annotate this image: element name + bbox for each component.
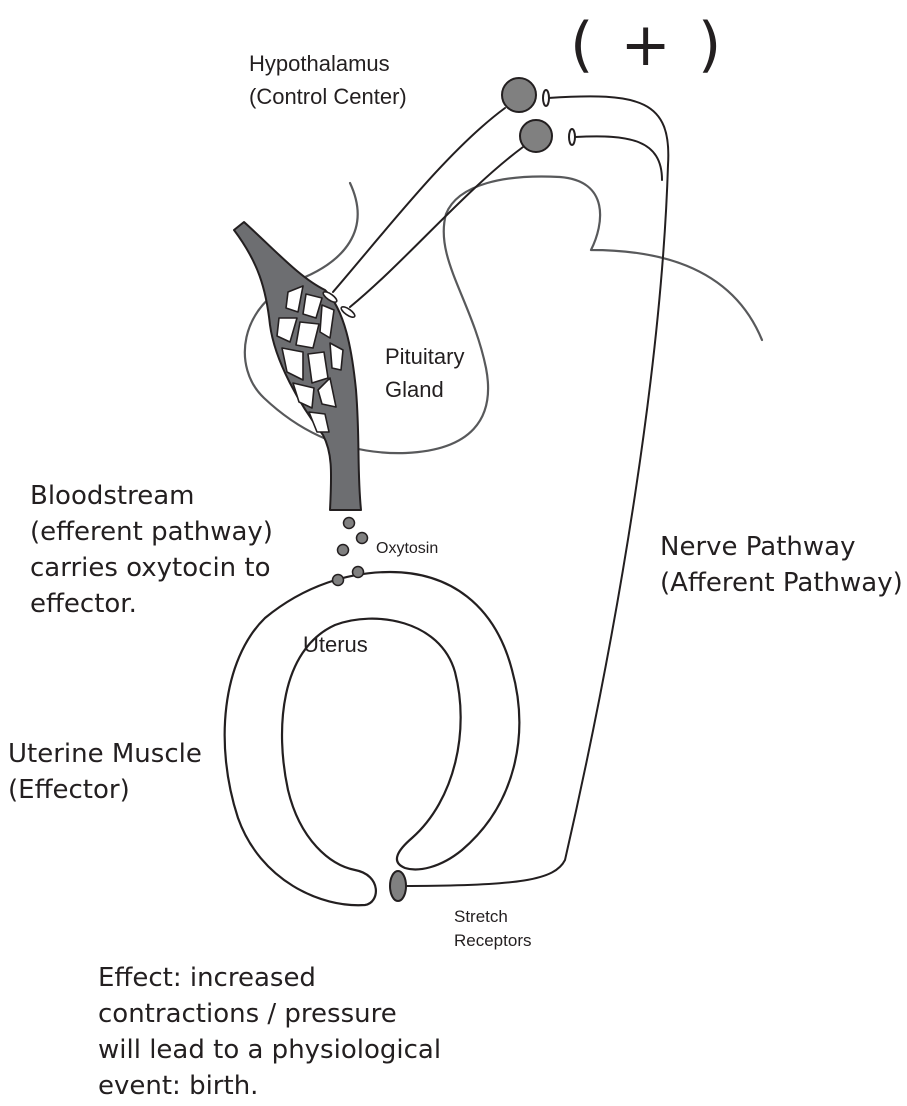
nerve-pathway-label-line2: (Afferent Pathway) bbox=[660, 567, 903, 599]
afferent-nerve-pathway bbox=[402, 96, 668, 886]
axon-1 bbox=[333, 108, 505, 292]
nerve-pathway-label-line1: Nerve Pathway bbox=[660, 531, 855, 563]
synapse-1 bbox=[543, 90, 549, 106]
pituitary-label-line2: Gland bbox=[385, 376, 444, 403]
stretch-receptors-label-line1: Stretch bbox=[454, 906, 508, 927]
nerve-fiber-outer bbox=[402, 96, 668, 886]
nerve-fiber-inner bbox=[575, 136, 662, 180]
uterus-label: Uterus bbox=[303, 631, 368, 658]
effect-label-line3: will lead to a physiological bbox=[98, 1034, 441, 1066]
neuron-body-2 bbox=[520, 120, 552, 152]
uterine-muscle-label-line2: (Effector) bbox=[8, 774, 130, 806]
stretch-receptor bbox=[390, 871, 406, 901]
hypothalamic-axons bbox=[333, 108, 523, 307]
bloodstream-label-line1: Bloodstream bbox=[30, 480, 195, 512]
oxytosin-label: Oxytosin bbox=[376, 539, 438, 559]
uterus-wall bbox=[225, 572, 520, 905]
neuron-body-1 bbox=[502, 78, 536, 112]
hypothalamus-neurons bbox=[502, 78, 575, 152]
pituitary-label-line1: Pituitary bbox=[385, 343, 464, 370]
effect-label-line2: contractions / pressure bbox=[98, 998, 397, 1030]
effect-label-line1: Effect: increased bbox=[98, 962, 316, 994]
effect-label-line4: event: birth. bbox=[98, 1070, 258, 1102]
control-center-label: (Control Center) bbox=[249, 83, 407, 110]
uterine-muscle-label-line1: Uterine Muscle bbox=[8, 738, 202, 770]
stretch-receptors-label-line2: Receptors bbox=[454, 930, 531, 951]
bloodstream-label-line2: (efferent pathway) bbox=[30, 516, 273, 548]
bloodstream-label-line3: carries oxytocin to bbox=[30, 552, 271, 584]
positive-feedback-sign: ( + ) bbox=[570, 10, 725, 80]
blood-vessel bbox=[234, 222, 361, 510]
bloodstream-label-line4: effector. bbox=[30, 588, 137, 620]
hypothalamus-label: Hypothalamus bbox=[249, 50, 390, 77]
synapse-2 bbox=[569, 129, 575, 145]
